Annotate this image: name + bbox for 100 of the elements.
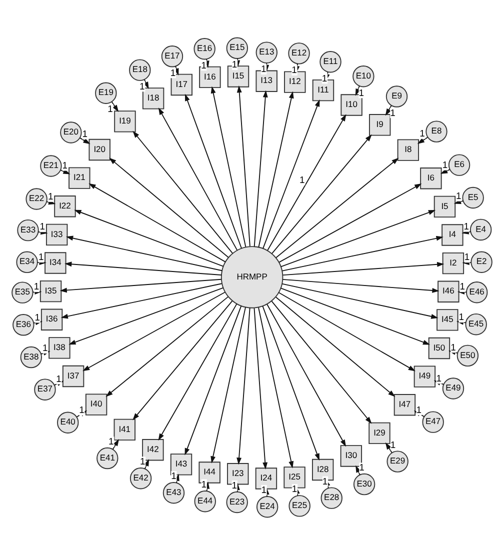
node-box: I2 — [442, 252, 464, 274]
node-box: I46 — [438, 280, 460, 302]
node-circle: E2 — [470, 251, 492, 273]
arrow — [60, 278, 222, 293]
arrow — [282, 262, 444, 276]
node-circle: E13 — [256, 42, 278, 64]
edge-label: 1 — [442, 158, 448, 170]
edge-label: 1 — [456, 190, 462, 201]
arrow — [109, 158, 229, 258]
node-circle: E22 — [26, 188, 48, 210]
node-circle: E38 — [20, 346, 42, 368]
arrow — [236, 307, 250, 465]
node-circle: E37 — [34, 378, 56, 400]
node-box: I42 — [142, 439, 164, 461]
node-box: I41 — [114, 418, 136, 441]
arrow — [82, 292, 226, 372]
edge-label: 1 — [460, 280, 465, 292]
edge-label: 1 — [450, 341, 456, 352]
node-circle: E20 — [60, 122, 82, 144]
node-box: I40 — [85, 394, 108, 416]
arrow — [280, 288, 430, 345]
edge-label: 1 — [140, 456, 146, 467]
edge-label: 1 — [292, 483, 298, 494]
arrow — [275, 296, 396, 397]
node-circle: E19 — [95, 82, 117, 104]
edge-label: 1 — [232, 58, 238, 70]
node-circle: E8 — [426, 120, 448, 142]
edge-label: 1 — [358, 86, 364, 98]
arrow — [80, 137, 90, 144]
node-box: I21 — [68, 167, 90, 189]
node-circle: E23 — [226, 491, 248, 514]
node-circle: E4 — [470, 218, 492, 241]
node-circle: E33 — [17, 219, 39, 242]
edge-label: 1 — [390, 106, 396, 118]
edge-label: 1 — [322, 475, 328, 486]
arrow — [282, 236, 444, 272]
arrow — [68, 287, 224, 345]
node-circle: E45 — [465, 314, 487, 336]
edge-label: 1 — [464, 251, 470, 262]
arrow — [266, 304, 346, 447]
edge-label: 1 — [56, 372, 62, 384]
node-box: I20 — [88, 138, 110, 161]
node-box: I47 — [394, 394, 416, 416]
node-circle: E12 — [288, 42, 310, 64]
node-box: I5 — [434, 196, 456, 218]
edge-label: 1 — [261, 484, 266, 496]
node-circle: E10 — [352, 66, 374, 88]
arrow — [282, 283, 438, 319]
node-box: I33 — [46, 224, 68, 246]
edge-label: 1 — [108, 436, 114, 447]
edge-label: 1 — [458, 311, 464, 322]
arrow — [60, 283, 222, 319]
edge-label: 1 — [292, 64, 297, 76]
node-circle: E34 — [16, 251, 38, 274]
node-circle: E18 — [129, 59, 151, 81]
node-circle: E29 — [386, 450, 408, 472]
node-circle: E16 — [194, 38, 216, 60]
arrow — [111, 101, 119, 112]
arrow — [132, 300, 233, 420]
node-circle: E36 — [12, 314, 34, 336]
edge-label: 1 — [171, 470, 176, 482]
node-box: I6 — [420, 168, 442, 190]
node-circle: E21 — [40, 155, 62, 177]
edge-label: 1 — [416, 404, 422, 415]
node-box: I45 — [436, 309, 458, 331]
arrow — [282, 278, 440, 293]
arrow — [132, 130, 233, 254]
arrow — [254, 308, 268, 470]
node-box: I22 — [54, 196, 76, 218]
edge-label: 1 — [140, 80, 145, 92]
node-box: I50 — [428, 337, 450, 360]
node-circle: E11 — [320, 51, 342, 73]
node-circle: E42 — [130, 468, 152, 490]
node-box: I38 — [48, 337, 70, 359]
edge-label: 1 — [201, 478, 207, 490]
arrow — [278, 183, 422, 263]
edge-label: 1 — [34, 311, 40, 322]
arrow — [280, 210, 436, 268]
node-box: I34 — [44, 252, 66, 274]
arrow — [112, 438, 120, 450]
node-circle: E46 — [466, 282, 488, 304]
edge-label: 1 — [420, 128, 425, 138]
arrow — [158, 303, 238, 441]
node-box: I49 — [414, 366, 436, 388]
node-circle: E9 — [386, 86, 408, 108]
edge-label: 1 — [260, 63, 266, 74]
edge-label: 1 — [170, 66, 176, 78]
arrow — [184, 94, 242, 249]
node-circle: E50 — [456, 344, 479, 367]
node-box: I29 — [368, 422, 390, 444]
arrow — [210, 306, 246, 464]
arrow — [258, 91, 294, 248]
node-circle: HRMPP — [220, 246, 284, 308]
node-circle: E5 — [462, 186, 484, 209]
node-circle: E41 — [96, 447, 118, 470]
arrow — [64, 262, 222, 276]
node-circle: E44 — [194, 490, 216, 512]
arrow — [276, 158, 399, 258]
node-circle: E24 — [256, 496, 278, 518]
node-circle: E43 — [162, 482, 185, 504]
